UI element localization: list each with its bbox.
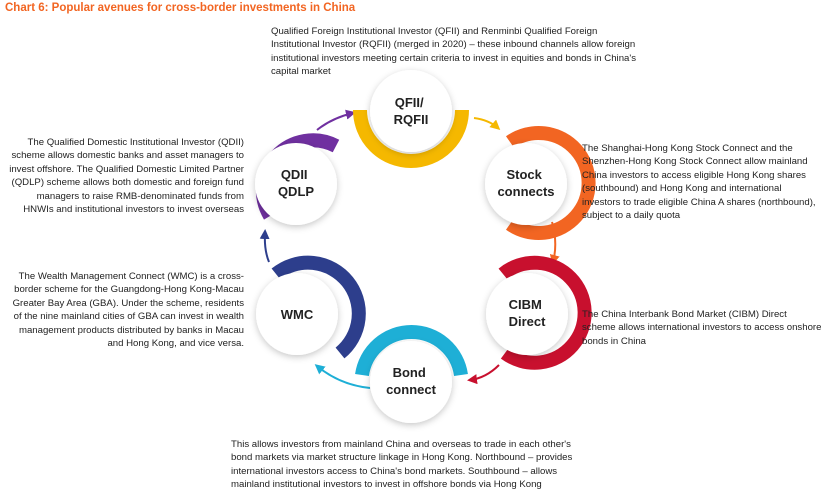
node-bond-label: Bond connect (386, 365, 437, 397)
desc-qdii: The Qualified Domestic Institutional Inv… (9, 137, 244, 216)
arrow-wmc-to-qdii (259, 229, 270, 263)
desc-wmc: The Wealth Management Connect (WMC) is a… (12, 271, 244, 350)
node-stock-label: Stock connects (497, 167, 554, 199)
arrow-qdii-to-qfii (316, 109, 356, 131)
arrow-qfii-to-stock (473, 117, 501, 130)
node-qfii-label: QFII/ RQFII (394, 95, 429, 127)
chart-title: Chart 6: Popular avenues for cross-borde… (5, 2, 356, 14)
desc-bond: This allows investors from mainland Chin… (231, 439, 573, 491)
node-wmc-label: WMC (281, 307, 314, 322)
node-wmc: WMC (256, 255, 366, 359)
node-stock: Stock connects (485, 126, 596, 240)
node-cibm: CIBM Direct (486, 255, 592, 370)
node-qdii: QDII QDLP (255, 133, 340, 225)
desc-cibm: The China Interbank Bond Market (CIBM) D… (582, 309, 822, 347)
arrow-bond-to-wmc (314, 364, 371, 389)
desc-qfii: Qualified Foreign Institutional Investor… (271, 26, 636, 78)
node-bond: Bond connect (355, 325, 468, 423)
node-qdii-label: QDII QDLP (278, 167, 314, 199)
node-qfii: QFII/ RQFII (353, 70, 469, 168)
arrow-cibm-to-bond (467, 364, 500, 385)
desc-stock: The Shanghai-Hong Kong Stock Connect and… (582, 143, 816, 222)
node-cibm-label: CIBM Direct (509, 297, 547, 329)
